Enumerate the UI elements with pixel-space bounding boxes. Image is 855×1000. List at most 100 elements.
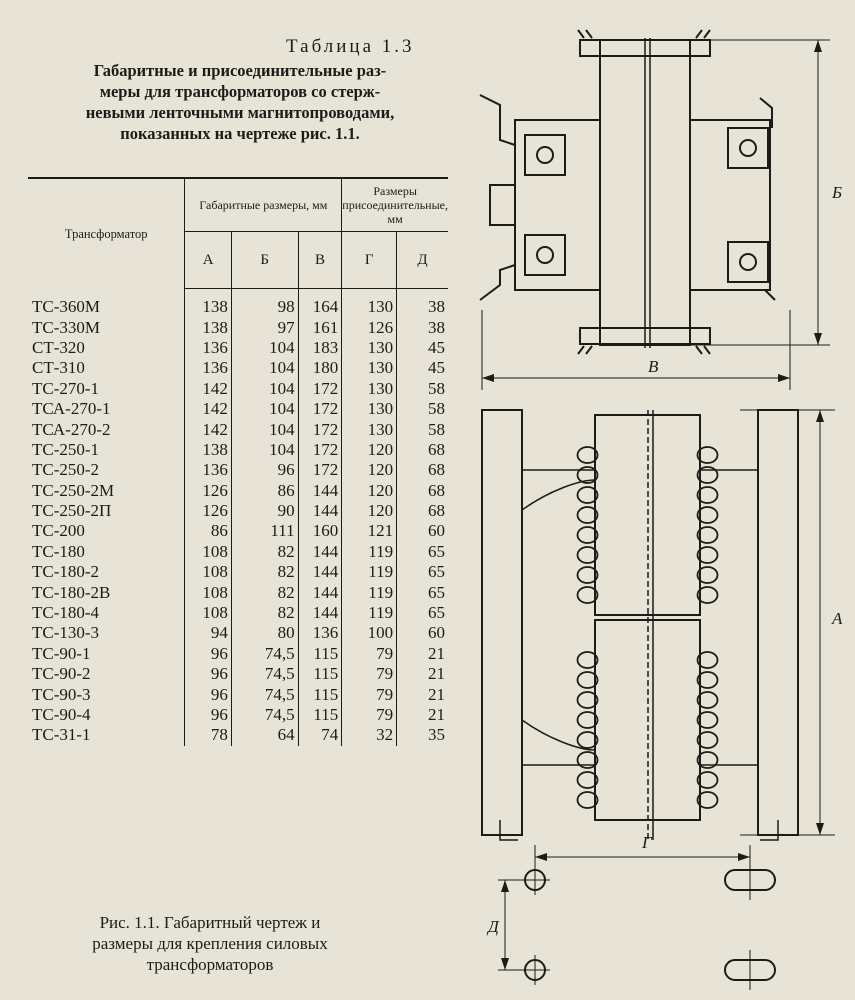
dimension-value: 144 bbox=[297, 602, 342, 624]
winding-turn bbox=[576, 751, 599, 769]
dimension-value: 68 bbox=[396, 460, 448, 481]
dimension-value: 38 bbox=[396, 317, 448, 338]
dimension-value: 121 bbox=[341, 521, 397, 542]
winding-turn bbox=[696, 506, 719, 524]
winding-turn bbox=[576, 711, 599, 729]
dimension-value: 104 bbox=[230, 358, 299, 379]
top-bracket bbox=[579, 39, 711, 57]
top-view bbox=[479, 29, 830, 390]
table-number: Таблица 1.3 bbox=[286, 36, 415, 57]
figure-caption-line: Рис. 1.1. Габаритный чертеж и bbox=[99, 913, 321, 932]
dimension-value: 60 bbox=[396, 623, 448, 644]
dimension-value: 115 bbox=[297, 684, 342, 705]
winding-turn bbox=[576, 546, 599, 564]
dimension-value: 74,5 bbox=[230, 684, 299, 705]
transformer-name: ТС-31-1 bbox=[32, 725, 91, 745]
dimension-value: 21 bbox=[396, 684, 448, 705]
dimension-value: 172 bbox=[297, 439, 342, 461]
transformer-name: СТ-310 bbox=[32, 358, 85, 378]
dimension-value: 21 bbox=[396, 664, 448, 685]
figure-caption-line: размеры для крепления силовых bbox=[92, 934, 328, 953]
dimension-value: 120 bbox=[341, 460, 397, 481]
dimension-value: 104 bbox=[230, 337, 299, 359]
caption-line: меры для трансформаторов со стерж- bbox=[99, 82, 381, 101]
dimension-value: 96 bbox=[184, 664, 232, 685]
transformer-name: ТС-250-2П bbox=[32, 501, 112, 521]
dimension-value: 35 bbox=[396, 725, 448, 746]
dimension-value: 126 bbox=[184, 500, 232, 522]
transformer-name: ТС-90-1 bbox=[32, 643, 91, 663]
winding-turn bbox=[696, 446, 719, 464]
right-terminal-block bbox=[689, 119, 771, 291]
dimension-value: 100 bbox=[341, 623, 397, 644]
header-transformer: Трансформатор bbox=[28, 177, 185, 289]
dimension-value: 82 bbox=[230, 602, 299, 624]
dimension-value: 144 bbox=[297, 500, 342, 522]
dimension-value: 79 bbox=[341, 704, 397, 726]
dimension-value: 104 bbox=[230, 378, 299, 399]
dimension-value: 45 bbox=[396, 358, 448, 379]
winding-turn bbox=[576, 771, 599, 789]
dimension-value: 65 bbox=[396, 541, 448, 563]
dimension-value: 32 bbox=[341, 725, 397, 746]
label-mount-height: Д bbox=[486, 917, 500, 936]
dimension-value: 172 bbox=[297, 419, 342, 440]
dimension-value: 90 bbox=[230, 500, 299, 522]
dimension-value: 108 bbox=[184, 582, 232, 603]
left-terminal-block bbox=[514, 119, 601, 291]
dimension-value: 138 bbox=[184, 317, 232, 338]
winding-turn bbox=[696, 711, 719, 729]
header-overall-dimensions: Габаритные размеры, мм bbox=[184, 177, 342, 232]
transformer-name: ТС-330М bbox=[32, 317, 100, 337]
winding-turn bbox=[576, 651, 599, 669]
header-col-v: В bbox=[297, 231, 342, 289]
dimension-value: 115 bbox=[297, 643, 342, 665]
dimension-value: 82 bbox=[230, 562, 299, 583]
dimension-value: 60 bbox=[396, 521, 448, 542]
transformer-name: ТС-270-1 bbox=[32, 378, 100, 398]
dimension-value: 164 bbox=[297, 288, 342, 318]
dimension-value: 161 bbox=[297, 317, 342, 338]
dimension-value: 115 bbox=[297, 704, 342, 726]
dimension-value: 96 bbox=[184, 643, 232, 665]
transformer-name: ТС-180-4 bbox=[32, 603, 100, 623]
dimension-value: 119 bbox=[341, 541, 397, 563]
header-mount-dimensions: Размеры присоединительные, мм bbox=[341, 177, 448, 232]
transformer-name: ТС-180-2В bbox=[32, 582, 111, 602]
winding-turn bbox=[696, 791, 719, 809]
transformer-name: ТС-130-3 bbox=[32, 623, 100, 643]
dimension-value: 111 bbox=[230, 521, 299, 542]
label-mount-span: Г bbox=[641, 833, 653, 852]
header-col-a: А bbox=[184, 231, 232, 289]
transformer-name: ТС-180-2 bbox=[32, 562, 100, 582]
dimension-value: 136 bbox=[184, 337, 232, 359]
winding-turn bbox=[576, 526, 599, 544]
winding-turn bbox=[696, 486, 719, 504]
dimension-value: 126 bbox=[341, 317, 397, 338]
dimension-value: 86 bbox=[230, 480, 299, 501]
header-col-d: Д bbox=[396, 231, 448, 289]
winding-turn bbox=[696, 526, 719, 544]
dimension-value: 119 bbox=[341, 582, 397, 603]
dimension-value: 108 bbox=[184, 562, 232, 583]
dimension-value: 21 bbox=[396, 704, 448, 726]
dimension-value: 65 bbox=[396, 562, 448, 583]
dimensions-table: Трансформатор Габаритные размеры, мм Раз… bbox=[28, 177, 448, 746]
transformer-name: ТСА-270-1 bbox=[32, 399, 111, 419]
dimension-value: 160 bbox=[297, 521, 342, 542]
winding-turn bbox=[576, 566, 599, 584]
dimension-value: 142 bbox=[184, 419, 232, 440]
dimension-value: 120 bbox=[341, 500, 397, 522]
transformer-name: ТС-200 bbox=[32, 521, 85, 541]
transformer-name: ТС-90-4 bbox=[32, 705, 91, 724]
dimension-value: 65 bbox=[396, 602, 448, 624]
winding-turn bbox=[576, 791, 599, 809]
dimension-value: 144 bbox=[297, 562, 342, 583]
